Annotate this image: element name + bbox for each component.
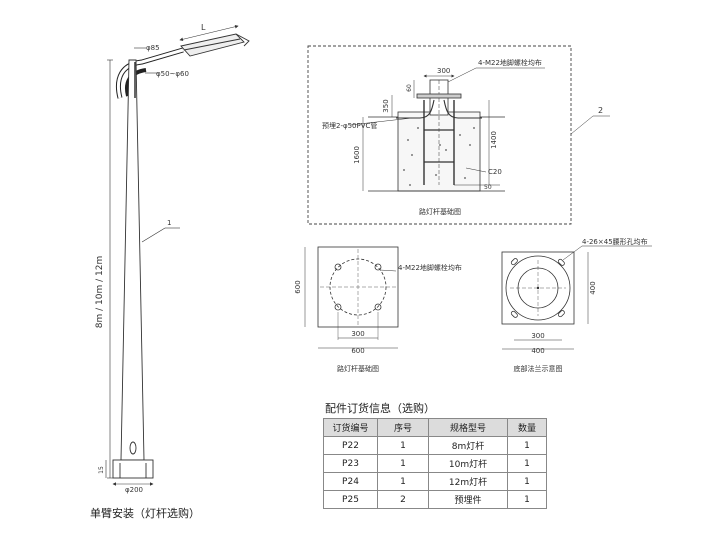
- cell-spec: 12m灯杆: [428, 472, 508, 491]
- cell-seq: 1: [377, 436, 429, 455]
- base-diameter-label: φ200: [125, 486, 143, 494]
- lamp-length-dim: [179, 24, 239, 42]
- header-qty: 数量: [507, 418, 547, 437]
- header-spec: 规格型号: [428, 418, 508, 437]
- table-row: P22 1 8m灯杆 1: [323, 436, 547, 455]
- flange-outer-width-label: 400: [531, 347, 544, 355]
- foundation-section: [349, 67, 610, 192]
- order-table-header: 订货编号 序号 规格型号 数量: [323, 418, 547, 437]
- lamp-length-label: L: [201, 23, 206, 32]
- flange-plan: [501, 245, 652, 350]
- header-order-no: 订货编号: [323, 418, 378, 437]
- cell-order-no: P25: [323, 490, 378, 509]
- plan-outer-width-label: 600: [351, 347, 364, 355]
- section-caption: 路灯杆基础图: [419, 207, 461, 216]
- concrete-dots: [403, 127, 475, 186]
- cell-qty: 1: [507, 436, 547, 455]
- foundation-plan: [304, 246, 399, 349]
- base-height-label: 15: [98, 466, 105, 474]
- section-cap-height-label: 350: [382, 99, 390, 112]
- flange-inner-width-label: 300: [531, 332, 544, 340]
- pole-elevation: [105, 24, 250, 486]
- flange-hole-note: 4-26×45腰形孔均布: [582, 237, 648, 246]
- section-width-label: 300: [437, 67, 450, 75]
- foundation-frame: [307, 45, 572, 225]
- access-door: [129, 441, 137, 455]
- cell-seq: 1: [377, 454, 429, 473]
- cell-qty: 1: [507, 454, 547, 473]
- header-seq: 序号: [377, 418, 429, 437]
- cell-spec: 10m灯杆: [428, 454, 508, 473]
- cell-qty: 1: [507, 490, 547, 509]
- plan-bolt-note: 4-M22地脚螺栓均布: [398, 263, 462, 272]
- flange-caption: 底部法兰示意图: [514, 364, 563, 373]
- table-row: P24 1 12m灯杆 1: [323, 472, 547, 491]
- cell-order-no: P24: [323, 472, 378, 491]
- pole-base-plate: [112, 459, 154, 479]
- table-row: P25 2 预埋件 1: [323, 490, 547, 509]
- pipe-diameter-label: φ50~φ60: [156, 70, 189, 78]
- pole-callout: 1: [167, 219, 171, 227]
- section-depth-label: 1600: [353, 146, 361, 164]
- flange-side-label: 400: [589, 281, 597, 294]
- section-cage-height-label: 1400: [490, 131, 498, 149]
- cell-spec: 预埋件: [428, 490, 508, 509]
- plan-caption: 路灯杆基础图: [337, 364, 379, 373]
- section-bottom-offset-label: 50: [484, 184, 492, 191]
- section-top-height-label: 60: [406, 84, 413, 92]
- pole-shaft: [120, 59, 145, 461]
- cell-spec: 8m灯杆: [428, 436, 508, 455]
- plan-side-label: 600: [294, 280, 302, 293]
- cell-order-no: P22: [323, 436, 378, 455]
- order-table-title: 配件订货信息（选购）: [325, 402, 435, 415]
- order-table: 订货编号 序号 规格型号 数量 P22 1 8m灯杆 1 P23 1 10m灯杆…: [323, 418, 547, 509]
- section-bolt-note: 4-M22地脚螺栓均布: [478, 58, 542, 67]
- section-concrete-label: C20: [488, 168, 502, 176]
- section-pvc-note: 预埋2-φ50PVC管: [322, 121, 377, 130]
- plan-inner-width-label: 300: [351, 330, 364, 338]
- table-row: P23 1 10m灯杆 1: [323, 454, 547, 473]
- cell-seq: 2: [377, 490, 429, 509]
- cell-seq: 1: [377, 472, 429, 491]
- section-callout: 2: [598, 106, 603, 115]
- pole-caption: 单臂安装（灯杆选购）: [90, 507, 200, 520]
- cell-order-no: P23: [323, 454, 378, 473]
- arm-diameter-label: φ85: [146, 44, 160, 52]
- pole-height-label: 8m / 10m / 12m: [95, 256, 105, 328]
- cell-qty: 1: [507, 472, 547, 491]
